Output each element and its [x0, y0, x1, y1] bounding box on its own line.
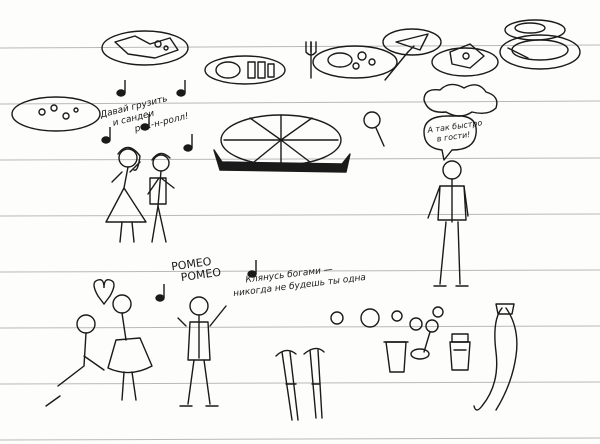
pizza	[220, 114, 342, 166]
plate-3	[312, 45, 398, 79]
music-note-icon	[101, 80, 257, 302]
crutches	[275, 347, 325, 421]
romeo-man	[177, 296, 227, 407]
plate-2	[204, 55, 286, 85]
cloud-bubble	[423, 83, 498, 117]
fork	[305, 41, 317, 79]
wrench-icon	[410, 319, 439, 360]
singing-girl	[105, 146, 147, 243]
ruled-lines	[0, 44, 600, 441]
pizza-tray	[213, 149, 351, 173]
necklace-loop	[473, 303, 518, 411]
scattered-circles	[330, 306, 444, 331]
speech-bubble	[423, 115, 477, 161]
plate-1	[101, 30, 189, 66]
kneeling-couple	[45, 294, 153, 407]
knife	[384, 45, 415, 81]
man-in-jacket	[427, 160, 469, 287]
plate-4-pizza-slice	[382, 28, 442, 56]
plate-5	[431, 43, 499, 77]
bottle	[449, 333, 471, 371]
heart-icon	[93, 278, 115, 306]
glass-jar	[383, 341, 409, 373]
plate-6	[504, 19, 566, 41]
pizza-cutter	[363, 111, 385, 147]
singing-boy	[147, 152, 175, 243]
plate-left	[11, 96, 101, 132]
